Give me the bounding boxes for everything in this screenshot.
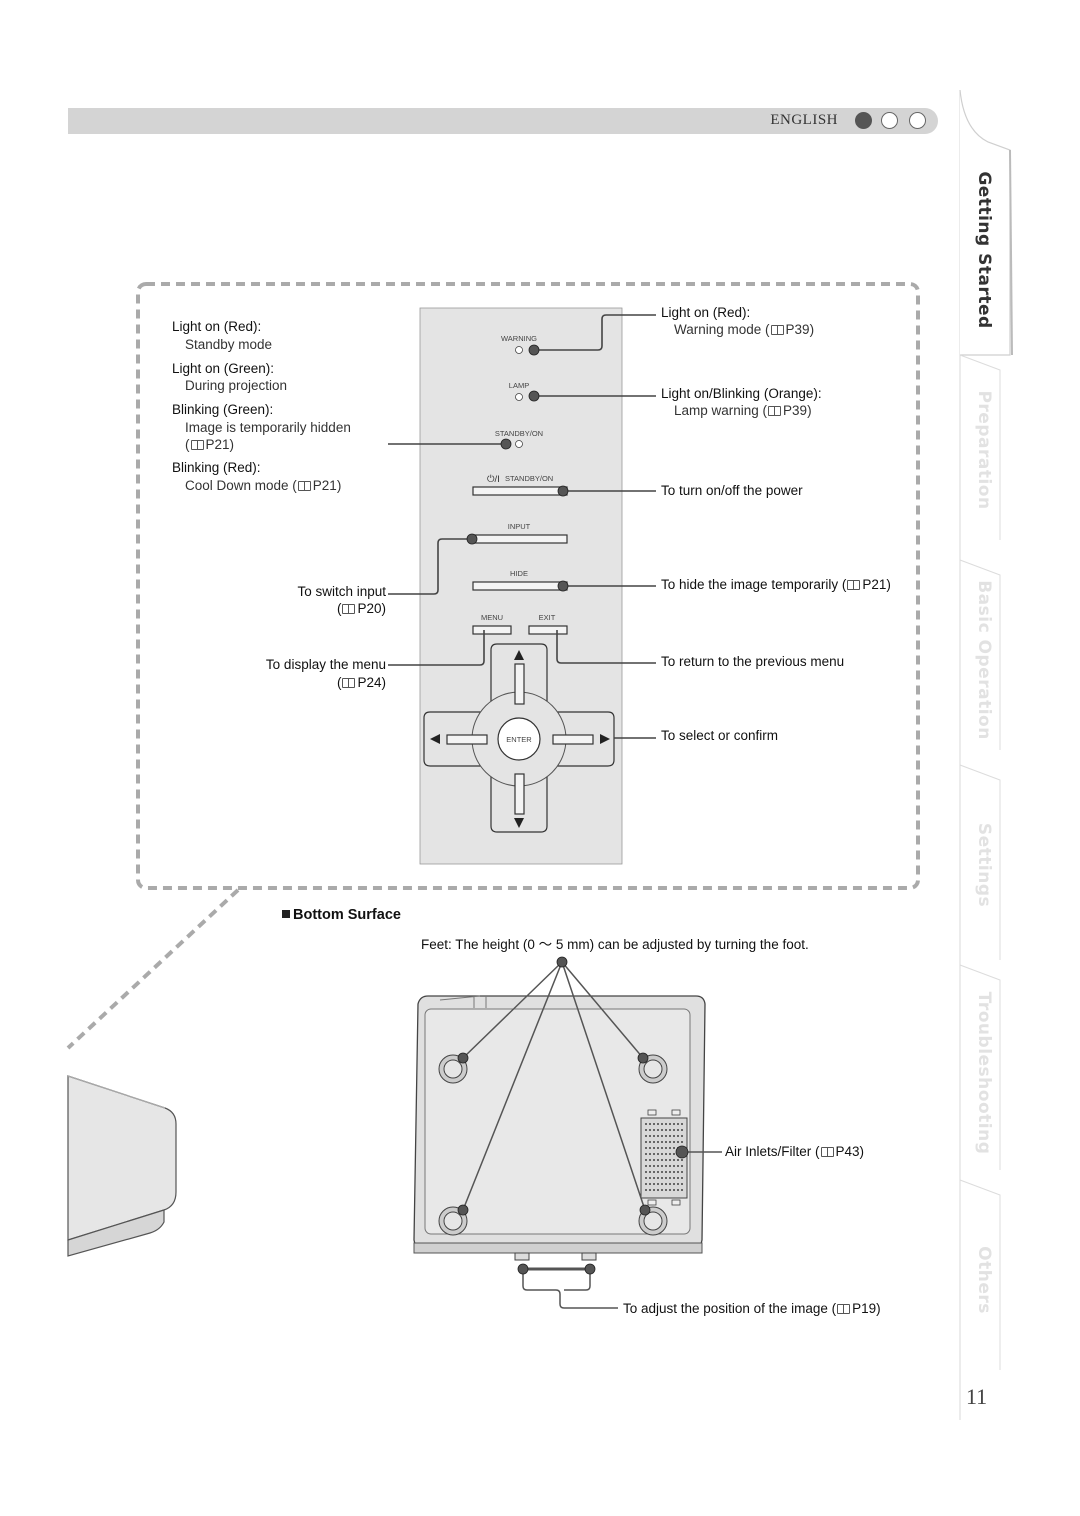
feet-leader-dots [457, 956, 689, 1275]
input-button [472, 534, 568, 544]
lamp-desc: Lamp warning (P39) [674, 403, 812, 418]
page-indicator-dot-1 [855, 112, 872, 129]
book-icon [837, 1304, 851, 1314]
input-panel-label: INPUT [508, 522, 531, 531]
blink-red-title: Blinking (Red): [172, 460, 261, 475]
input-button-desc: To switch input [297, 584, 386, 599]
menu-button-ref: (P24) [336, 675, 386, 690]
language-label: ENGLISH [770, 112, 838, 128]
lamp-ref-page: P39 [783, 403, 808, 418]
page-indicator-dot-3 [909, 112, 926, 129]
dpad-desc: To select or confirm [661, 728, 779, 743]
adjust-position-label: To adjust the position of the image ( P19… [623, 1301, 881, 1316]
right-button [552, 734, 594, 745]
lamp-desc-text: Lamp warning ( [674, 403, 768, 418]
blink-green-desc: Image is temporarily hidden [185, 420, 351, 435]
lamp-title: Light on/Blinking (Orange): [661, 386, 822, 401]
leader-lines [388, 314, 656, 739]
blink-green-ref-page: P21 [205, 437, 230, 452]
up-arrow-icon [514, 650, 524, 660]
down-button [514, 773, 525, 815]
book-icon [342, 604, 356, 614]
chapter-tabs-outline [959, 90, 1013, 1420]
standby-red-title: Light on (Red): [172, 319, 262, 334]
leader-dots [466, 344, 569, 592]
standby-red-desc: Standby mode [185, 337, 273, 352]
feet-leader-lines [462, 961, 722, 1309]
page-indicator-dot-2 [881, 112, 898, 129]
down-arrow-icon [514, 818, 524, 828]
warning-led [515, 346, 523, 354]
menu-button-desc: To display the menu [265, 657, 386, 672]
menu-button [472, 625, 512, 635]
projector-bottom-view [413, 995, 706, 1261]
left-button [446, 734, 488, 745]
hide-button-ref-page: P21 [862, 577, 887, 592]
book-icon [770, 325, 784, 335]
projector-corner-sketch [67, 1075, 177, 1257]
hide-button [472, 581, 568, 591]
air-inlets-label: Air Inlets/Filter (P43) [725, 1144, 865, 1159]
bullet-square-icon [282, 910, 290, 918]
exit-button [528, 625, 568, 635]
hide-panel-label: HIDE [510, 569, 528, 578]
book-icon [820, 1147, 834, 1157]
enter-panel-label: ENTER [506, 735, 532, 744]
book-icon [342, 678, 356, 688]
input-button-ref-page: P20 [357, 601, 382, 616]
blink-red-desc: Cool Down mode (P21) [185, 478, 342, 493]
power-button-desc: To turn on/off the power [661, 483, 803, 498]
air-inlets-text: Air Inlets/Filter ( [725, 1144, 820, 1159]
blink-red-ref-page: P21 [312, 478, 337, 493]
book-icon [190, 440, 204, 450]
up-button [514, 663, 525, 705]
book-icon [297, 481, 311, 491]
hide-button-desc-text: To hide the image temporarily ( [661, 577, 847, 592]
lamp-panel-label: LAMP [509, 381, 529, 390]
right-arrow-icon [600, 734, 610, 744]
standby-button-panel-label: STANDBY/ON [505, 474, 553, 483]
book-icon [768, 406, 782, 416]
standby-green-title: Light on (Green): [172, 361, 275, 376]
bottom-surface-title-text: Bottom Surface [293, 907, 401, 923]
warning-panel-label: WARNING [501, 334, 537, 343]
callout-frame [136, 282, 920, 890]
menu-panel-label: MENU [481, 613, 503, 622]
enter-button [497, 717, 541, 761]
air-inlets-ref-page: P43 [835, 1144, 860, 1159]
blink-green-title: Blinking (Green): [172, 402, 274, 417]
book-icon [847, 580, 861, 590]
blink-green-ref: (P21) [185, 437, 235, 452]
left-arrow-icon [430, 734, 440, 744]
input-button-ref: (P20) [336, 601, 386, 616]
hide-button-desc: To hide the image temporarily (P21) [661, 577, 891, 592]
warning-ref-page: P39 [785, 322, 810, 337]
warning-desc: Warning mode (P39) [674, 322, 815, 337]
standby-on-button [472, 486, 568, 496]
adjust-position-ref-page: P19 [852, 1301, 877, 1316]
exit-button-desc: To return to the previous menu [661, 654, 845, 669]
adjust-position-text: To adjust the position of the image ( [623, 1301, 837, 1316]
standby-panel-label: STANDBY/ON [495, 429, 543, 438]
power-icon: ⏻/I [487, 474, 500, 485]
blink-red-desc-text: Cool Down mode ( [185, 478, 297, 493]
standby-led [515, 440, 523, 448]
language-bar: ENGLISH [68, 108, 938, 134]
warning-desc-text: Warning mode ( [674, 322, 770, 337]
callout-pointer-line [66, 888, 240, 1050]
page-number: 11 [966, 1384, 988, 1409]
lamp-led [515, 393, 523, 401]
menu-button-ref-page: P24 [357, 675, 382, 690]
feet-note: Feet: The height (0 ～ 5 mm) can be adjus… [421, 937, 809, 952]
standby-green-desc: During projection [185, 378, 288, 393]
warning-title: Light on (Red): [661, 305, 751, 320]
bottom-surface-title: Bottom Surface [282, 907, 401, 923]
chapter-tabs: Getting Started Preparation Basic Operat… [958, 90, 1013, 1420]
exit-panel-label: EXIT [539, 613, 556, 622]
